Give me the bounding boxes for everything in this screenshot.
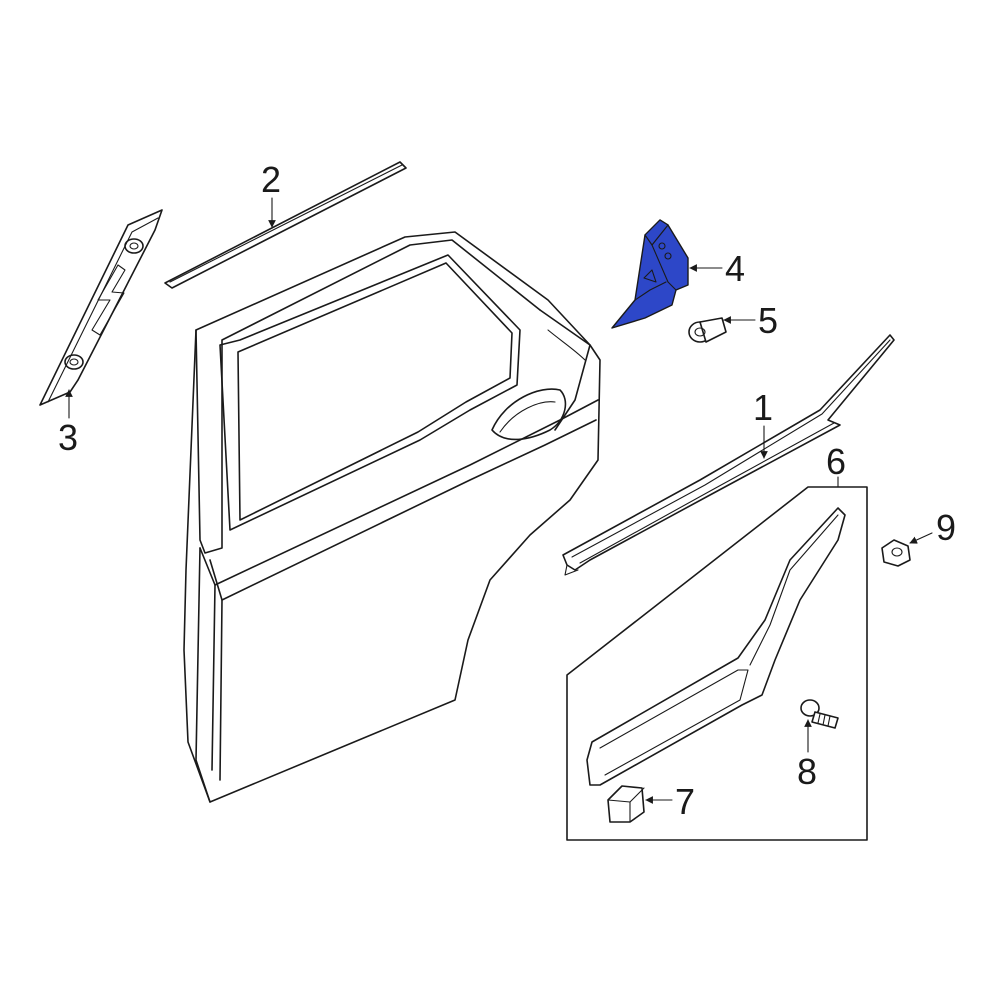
callout-2: 2	[261, 159, 281, 200]
leader-lines	[65, 197, 933, 804]
part-3-pillar-applique	[39, 209, 163, 406]
part-4-corner-bracket	[611, 219, 689, 329]
rear-door-shell	[183, 231, 601, 803]
part-9-nut	[881, 539, 911, 567]
callout-7: 7	[675, 781, 695, 822]
callout-4: 4	[725, 248, 745, 289]
callout-9: 9	[936, 507, 956, 548]
callout-1: 1	[753, 387, 773, 428]
callout-6: 6	[826, 441, 846, 482]
part-7-clip	[607, 785, 645, 823]
callout-3: 3	[58, 417, 78, 458]
part-5-clip	[688, 317, 727, 343]
callout-8: 8	[797, 751, 817, 792]
callout-labels: 1 2 3 4 5 6 7 8 9	[58, 159, 956, 822]
part-8-bolt	[800, 699, 839, 729]
callout-5: 5	[758, 300, 778, 341]
part-2-upper-moulding	[164, 161, 407, 289]
